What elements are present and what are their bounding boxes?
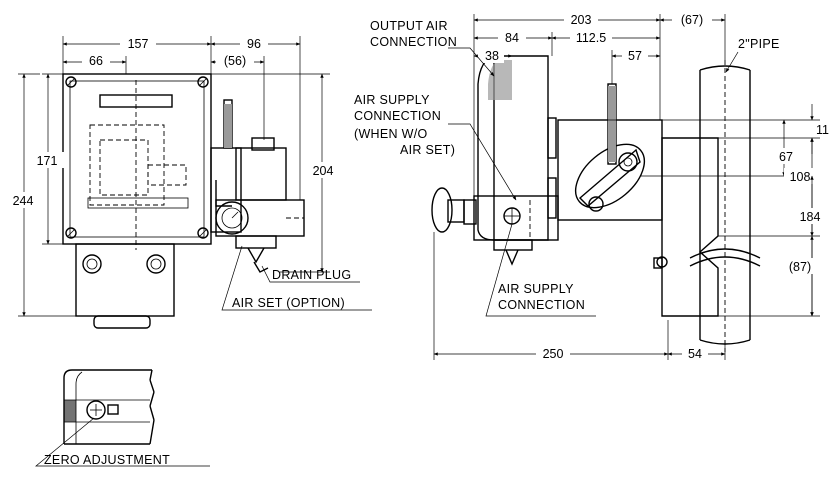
dim-250: 250: [543, 347, 564, 361]
dim-244: 244: [13, 194, 34, 208]
dim-84: 84: [505, 31, 519, 45]
dim-204: 204: [313, 164, 334, 178]
label-output-air-2: CONNECTION: [370, 35, 457, 49]
mounting-bracket: [661, 137, 719, 317]
dim-112-5: 112.5: [576, 31, 606, 45]
label-drain-plug: DRAIN PLUG: [272, 268, 351, 282]
dim-54: 54: [688, 347, 702, 361]
corner-screw: [65, 76, 77, 88]
front-case: [62, 73, 212, 245]
air-supply-block: [473, 195, 559, 241]
side-gauge: [431, 187, 453, 233]
label-without-1: (WHEN W/O: [354, 127, 428, 141]
air-set-body: [235, 147, 287, 201]
dim-108: 108: [790, 170, 811, 184]
label-air-supply-bottom-2: CONNECTION: [498, 298, 585, 312]
dim-66: 66: [89, 54, 103, 68]
corner-screw: [197, 227, 209, 239]
dim-57: 57: [628, 49, 642, 63]
dim-96: 96: [247, 37, 261, 51]
dim-38: 38: [485, 49, 499, 63]
dim-56: (56): [224, 54, 246, 68]
label-air-supply-1: AIR SUPPLY: [354, 93, 430, 107]
corner-screw: [65, 227, 77, 239]
corner-screw: [197, 76, 209, 88]
side-view: 203 (67) 84 112.5 38 57 11 67 108: [354, 11, 829, 361]
gauge: [215, 201, 249, 235]
dim-171: 171: [37, 154, 58, 168]
dim-157: 157: [128, 37, 149, 51]
label-zero-adjustment: ZERO ADJUSTMENT: [44, 453, 170, 467]
label-without-2: AIR SET): [400, 143, 455, 157]
detail-view: ZERO ADJUSTMENT: [35, 369, 210, 467]
zero-adjustment-screw: [86, 400, 106, 420]
dim-11: 11: [816, 123, 829, 137]
label-air-set: AIR SET (OPTION): [232, 296, 345, 310]
dim-87: (87): [789, 260, 811, 274]
label-output-air-1: OUTPUT AIR: [370, 19, 448, 33]
dim-203: 203: [571, 13, 592, 27]
dim-184: 184: [800, 210, 821, 224]
front-view: 157 66 96 (56) 171 244 204 DRAIN PLUG AI…: [4, 35, 372, 329]
label-air-supply-bottom-1: AIR SUPPLY: [498, 282, 574, 296]
label-pipe: 2"PIPE: [738, 37, 780, 51]
dim-67: 67: [779, 150, 793, 164]
label-air-supply-2: CONNECTION: [354, 109, 441, 123]
dim-67-ref: (67): [681, 13, 703, 27]
